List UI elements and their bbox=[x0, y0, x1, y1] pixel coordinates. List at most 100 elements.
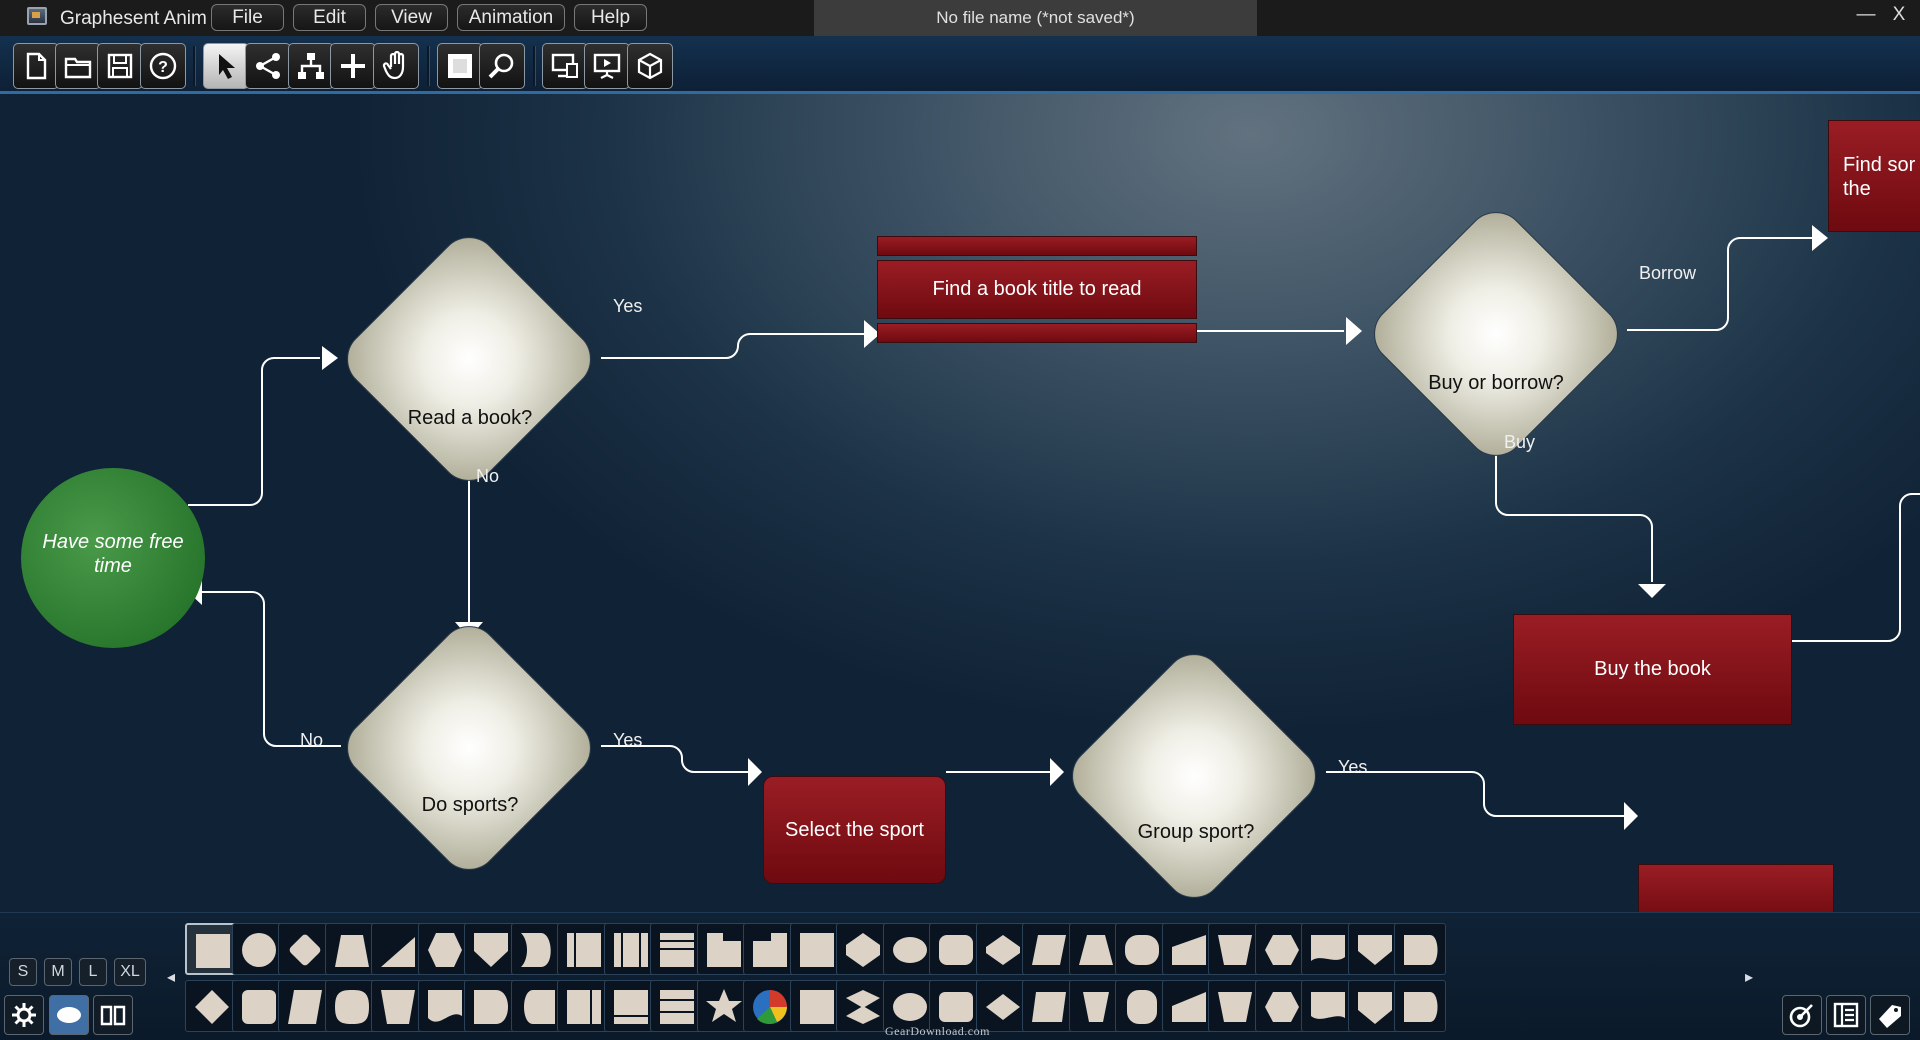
shape-swatch[interactable] bbox=[976, 980, 1028, 1032]
share-tool-button[interactable] bbox=[245, 43, 291, 89]
shape-swatch[interactable] bbox=[929, 923, 981, 975]
title-bar: Graphesent Anim File Edit View Animation… bbox=[0, 0, 1920, 36]
shape-swatch[interactable] bbox=[232, 923, 284, 975]
shape-swatch[interactable] bbox=[1115, 980, 1167, 1032]
shape-swatch[interactable] bbox=[464, 980, 516, 1032]
shape-swatch[interactable] bbox=[790, 980, 842, 1032]
shape-swatch[interactable] bbox=[185, 923, 237, 975]
shape-swatch[interactable] bbox=[604, 923, 656, 975]
shape-swatch-icon bbox=[1358, 992, 1392, 1024]
shape-swatch[interactable] bbox=[1301, 923, 1353, 975]
menu-view[interactable]: View bbox=[375, 4, 448, 31]
shape-swatch[interactable] bbox=[371, 980, 423, 1032]
hierarchy-tool-button[interactable] bbox=[288, 43, 334, 89]
shape-swatch[interactable] bbox=[1348, 923, 1400, 975]
size-small-button[interactable]: S bbox=[9, 958, 37, 986]
shape-swatch[interactable] bbox=[557, 980, 609, 1032]
shape-swatch[interactable] bbox=[1255, 923, 1307, 975]
presentation-button[interactable] bbox=[584, 43, 630, 89]
shape-swatch[interactable] bbox=[1208, 980, 1260, 1032]
open-button[interactable] bbox=[55, 43, 101, 89]
shape-swatch[interactable] bbox=[1022, 980, 1074, 1032]
select-tool-button[interactable] bbox=[203, 43, 249, 89]
process-find-something-partial[interactable]: Find sor the bbox=[1828, 120, 1920, 232]
process-bottom-right-partial[interactable] bbox=[1638, 864, 1834, 912]
3d-view-button[interactable] bbox=[627, 43, 673, 89]
process-buy-the-book[interactable]: Buy the book bbox=[1513, 614, 1792, 725]
diagram-canvas[interactable]: Have some free time Read a book? Buy or … bbox=[0, 94, 1920, 912]
shape-swatch[interactable] bbox=[1301, 980, 1353, 1032]
shape-swatch[interactable] bbox=[371, 923, 423, 975]
shape-swatch-icon bbox=[753, 990, 787, 1024]
book-button[interactable] bbox=[93, 995, 133, 1035]
shape-swatch[interactable] bbox=[1348, 980, 1400, 1032]
tag-button[interactable] bbox=[1870, 995, 1910, 1035]
shape-swatch[interactable] bbox=[278, 923, 330, 975]
shape-swatch[interactable] bbox=[1069, 923, 1121, 975]
arrow-head bbox=[1812, 225, 1828, 251]
shape-swatch[interactable] bbox=[790, 923, 842, 975]
hand-tool-button[interactable] bbox=[373, 43, 419, 89]
shape-swatch-icon bbox=[1032, 992, 1066, 1022]
settings-button[interactable] bbox=[4, 995, 44, 1035]
shape-swatch[interactable] bbox=[1394, 980, 1446, 1032]
size-large-button[interactable]: L bbox=[79, 958, 107, 986]
shape-swatch[interactable] bbox=[883, 980, 935, 1032]
zoom-button[interactable] bbox=[479, 43, 525, 89]
shape-swatch[interactable] bbox=[185, 980, 237, 1032]
menu-edit[interactable]: Edit bbox=[293, 4, 366, 31]
process-find-book-title[interactable]: Find a book title to read bbox=[877, 260, 1197, 319]
size-medium-button[interactable]: M bbox=[44, 958, 72, 986]
shape-swatch[interactable] bbox=[1255, 980, 1307, 1032]
list-view-button[interactable] bbox=[1826, 995, 1866, 1035]
shape-swatch[interactable] bbox=[697, 923, 749, 975]
shape-swatch[interactable] bbox=[232, 980, 284, 1032]
page-button[interactable] bbox=[437, 43, 483, 89]
edge-label-sports-yes: Yes bbox=[613, 730, 643, 750]
palette-prev-arrow[interactable]: ◂ bbox=[166, 969, 176, 986]
shape-swatch[interactable] bbox=[1162, 980, 1214, 1032]
palette-next-arrow[interactable]: ▸ bbox=[1744, 969, 1754, 986]
shape-swatch[interactable] bbox=[464, 923, 516, 975]
new-file-button[interactable] bbox=[13, 43, 59, 89]
close-button[interactable]: X bbox=[1892, 4, 1906, 25]
ellipse-mode-button[interactable] bbox=[49, 995, 89, 1035]
shape-swatch[interactable] bbox=[697, 980, 749, 1032]
help-button[interactable]: ? bbox=[140, 43, 186, 89]
process-select-sport[interactable]: Select the sport bbox=[763, 776, 946, 884]
shape-swatch[interactable] bbox=[325, 923, 377, 975]
shape-swatch[interactable] bbox=[511, 923, 563, 975]
shape-swatch[interactable] bbox=[976, 923, 1028, 975]
shape-swatch[interactable] bbox=[836, 980, 888, 1032]
shape-swatch[interactable] bbox=[557, 923, 609, 975]
shape-swatch[interactable] bbox=[325, 980, 377, 1032]
shape-swatch[interactable] bbox=[1162, 923, 1214, 975]
shape-swatch[interactable] bbox=[1208, 923, 1260, 975]
connector-tool-button[interactable] bbox=[1782, 995, 1822, 1035]
add-tool-button[interactable] bbox=[330, 43, 376, 89]
shape-swatch[interactable] bbox=[278, 980, 330, 1032]
menu-animation[interactable]: Animation bbox=[457, 4, 565, 31]
menu-file[interactable]: File bbox=[211, 4, 284, 31]
shape-swatch[interactable] bbox=[650, 923, 702, 975]
shape-swatch[interactable] bbox=[1115, 923, 1167, 975]
shape-swatch[interactable] bbox=[743, 923, 795, 975]
shape-swatch[interactable] bbox=[883, 923, 935, 975]
shape-swatch[interactable] bbox=[1069, 980, 1121, 1032]
shape-swatch[interactable] bbox=[929, 980, 981, 1032]
start-node[interactable] bbox=[21, 468, 205, 648]
shape-swatch[interactable] bbox=[418, 923, 470, 975]
shape-swatch[interactable] bbox=[743, 980, 795, 1032]
minimize-button[interactable]: — bbox=[1856, 4, 1876, 25]
shape-swatch[interactable] bbox=[511, 980, 563, 1032]
size-xl-button[interactable]: XL bbox=[114, 958, 146, 986]
menu-help[interactable]: Help bbox=[574, 4, 647, 31]
screens-button[interactable] bbox=[542, 43, 588, 89]
shape-swatch[interactable] bbox=[650, 980, 702, 1032]
shape-swatch[interactable] bbox=[1394, 923, 1446, 975]
shape-swatch[interactable] bbox=[418, 980, 470, 1032]
shape-swatch[interactable] bbox=[1022, 923, 1074, 975]
save-button[interactable] bbox=[97, 43, 143, 89]
shape-swatch[interactable] bbox=[604, 980, 656, 1032]
shape-swatch[interactable] bbox=[836, 923, 888, 975]
